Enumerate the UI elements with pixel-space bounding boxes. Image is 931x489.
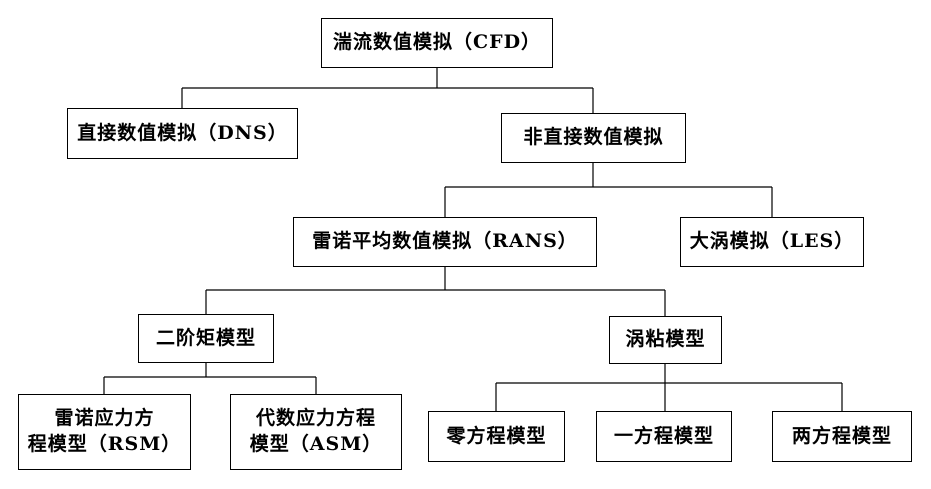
node-eddy-viscosity: 涡粘模型 (609, 316, 722, 364)
node-second-order-moment: 二阶矩模型 (138, 314, 274, 363)
node-turbulence-cfd: 湍流数值模拟（CFD） (321, 18, 553, 68)
node-one-equation: 一方程模型 (596, 411, 732, 462)
node-label: 非直接数值模拟 (523, 126, 664, 149)
node-label: 一方程模型 (613, 424, 714, 447)
node-asm: 代数应力方程 模型（ASM） (230, 394, 402, 470)
node-zero-equation: 零方程模型 (428, 411, 565, 462)
node-label: 二阶矩模型 (155, 326, 256, 349)
node-label: 零方程模型 (446, 424, 547, 447)
node-label-line2: 模型（ASM） (249, 433, 383, 455)
node-indirect-simulation: 非直接数值模拟 (501, 113, 686, 163)
node-rans: 雷诺平均数值模拟（RANS） (293, 217, 597, 267)
node-les: 大涡模拟（LES） (680, 217, 864, 267)
node-label: 涡粘模型 (625, 328, 706, 351)
node-label: 直接数值模拟（DNS） (77, 121, 288, 144)
node-rsm: 雷诺应力方 程模型（RSM） (18, 394, 191, 470)
node-label-line1: 雷诺应力方 (54, 407, 155, 430)
node-dns: 直接数值模拟（DNS） (67, 108, 298, 159)
node-label: 两方程模型 (791, 424, 892, 447)
node-label: 大涡模拟（LES） (689, 230, 855, 253)
node-two-equation: 两方程模型 (772, 411, 912, 462)
node-label-line1: 代数应力方程 (255, 407, 376, 430)
node-label: 雷诺平均数值模拟（RANS） (312, 230, 578, 253)
node-label-line2: 程模型（RSM） (27, 433, 182, 455)
node-label: 湍流数值模拟（CFD） (332, 31, 542, 54)
